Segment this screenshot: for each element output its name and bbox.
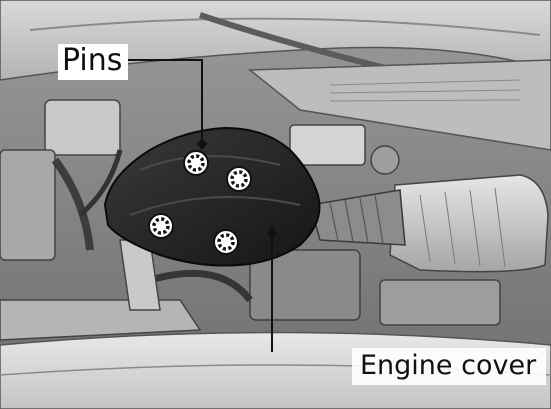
pin-3 (148, 213, 174, 239)
pin-4 (213, 229, 239, 255)
pins-leader-line (122, 59, 203, 140)
cowl-panel (247, 59, 551, 151)
pins-leader-arrowhead (197, 138, 207, 150)
engine-cover-callout-label: Engine cover (352, 348, 547, 385)
brake-fluid-cap (370, 145, 400, 175)
pins-callout-label: Pins (58, 44, 129, 80)
battery-area (0, 149, 56, 261)
radiator-support (379, 279, 501, 326)
air-filter-ribs (419, 187, 506, 268)
pin-2 (226, 166, 252, 192)
cowl-vents (329, 79, 521, 102)
lower-engine-block (249, 249, 361, 321)
intake-duct-ribs (329, 194, 384, 245)
hose-left-small (78, 149, 123, 217)
hose-left (51, 157, 94, 251)
pin-1 (183, 150, 209, 176)
coolant-reservoir (44, 99, 121, 156)
air-filter-box (389, 174, 549, 273)
hood-crease (29, 17, 541, 36)
engine-cover-ridge-2 (129, 196, 301, 216)
fuse-box (289, 124, 366, 166)
engine-cover-leader-arrowhead (267, 226, 277, 240)
lower-hose (149, 269, 253, 303)
